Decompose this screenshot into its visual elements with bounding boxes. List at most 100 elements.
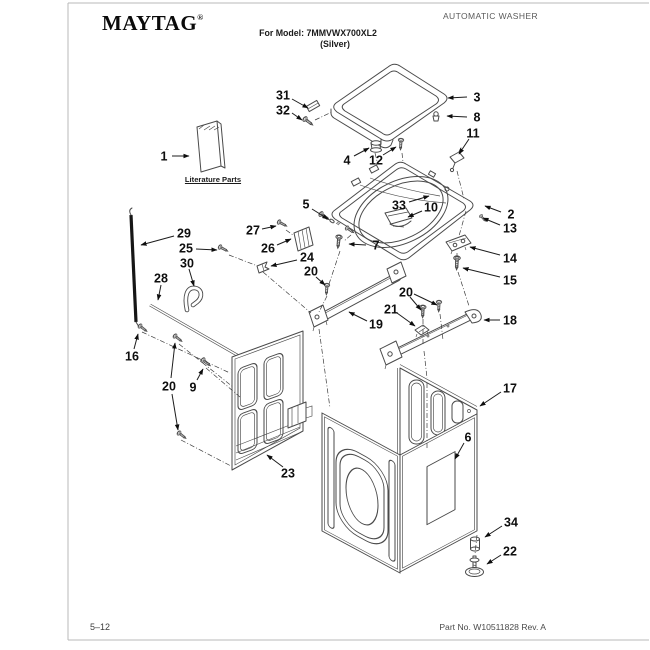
part-top-panel bbox=[331, 161, 474, 261]
callout-20: 20 bbox=[399, 286, 438, 311]
callout-number-28: 28 bbox=[154, 272, 168, 286]
part-corner-trim bbox=[129, 207, 140, 328]
fastener-20c1 bbox=[419, 304, 427, 319]
callout-number-12: 12 bbox=[369, 154, 383, 168]
callout-number-22: 22 bbox=[503, 545, 517, 559]
part-hose-clip bbox=[183, 285, 204, 313]
fastener-20c2 bbox=[435, 299, 443, 313]
part-rail-rear bbox=[379, 309, 482, 370]
callout-number-4: 4 bbox=[344, 154, 351, 168]
part-foot-spacer bbox=[470, 536, 480, 552]
part-hinge-damper bbox=[432, 111, 440, 122]
callout-32: 32 bbox=[276, 104, 303, 121]
assembly-centerlines bbox=[141, 111, 478, 555]
callout-number-11: 11 bbox=[466, 127, 479, 141]
fastener-27 bbox=[276, 218, 289, 229]
callout-number-16: 16 bbox=[125, 350, 139, 364]
callout-29: 29 bbox=[140, 227, 191, 246]
brand-logo: MAYTAG® bbox=[102, 11, 204, 36]
callout-9: 9 bbox=[190, 368, 204, 395]
fastener-20b1 bbox=[171, 332, 184, 344]
fastener-32 bbox=[301, 115, 315, 128]
callout-14: 14 bbox=[469, 246, 517, 266]
callout-number-26: 26 bbox=[261, 242, 275, 256]
callout-31: 31 bbox=[276, 89, 309, 109]
fastener-9 bbox=[199, 356, 213, 369]
callout-number-25: 25 bbox=[179, 242, 193, 256]
callout-13: 13 bbox=[482, 217, 517, 236]
callout-number-24: 24 bbox=[300, 251, 314, 265]
callout-22: 22 bbox=[486, 545, 517, 565]
callout-number-8: 8 bbox=[474, 111, 481, 125]
callout-number-23: 23 bbox=[281, 467, 295, 481]
fastener-16 bbox=[136, 322, 149, 334]
callout-10: 10 bbox=[407, 201, 438, 218]
callout-number-30: 30 bbox=[180, 257, 194, 271]
callout-30: 30 bbox=[180, 257, 195, 287]
callout-3: 3 bbox=[447, 91, 481, 105]
callout-19: 19 bbox=[348, 311, 383, 332]
fastener-20b2 bbox=[175, 429, 188, 441]
callout-number-19: 19 bbox=[369, 318, 383, 332]
page-frame bbox=[67, 2, 649, 641]
callout-18: 18 bbox=[483, 314, 517, 328]
callout-number-9: 9 bbox=[190, 381, 197, 395]
callout-number-17: 17 bbox=[503, 382, 517, 396]
callout-number-34: 34 bbox=[504, 516, 518, 530]
part-hinge-bracket bbox=[445, 234, 472, 255]
callout-7: 7 bbox=[348, 239, 380, 253]
fastener-7 bbox=[334, 234, 343, 249]
callout-2: 2 bbox=[484, 205, 515, 222]
callout-number-14: 14 bbox=[503, 252, 517, 266]
rating-label-area bbox=[426, 451, 456, 526]
callout-8: 8 bbox=[446, 111, 481, 125]
brand-trademark: ® bbox=[197, 13, 204, 22]
callout-number-27: 27 bbox=[246, 224, 260, 238]
callout-number-15: 15 bbox=[503, 274, 517, 288]
callout-5: 5 bbox=[303, 198, 329, 220]
part-clip-24 bbox=[256, 261, 270, 274]
model-header: For Model: 7MMVWX700XL2 (Silver) bbox=[218, 28, 418, 49]
callout-number-1: 1 bbox=[161, 150, 168, 164]
callout-number-20: 20 bbox=[399, 286, 413, 300]
part-cabinet bbox=[321, 364, 478, 574]
callout-23: 23 bbox=[266, 454, 295, 481]
callout-number-20: 20 bbox=[304, 265, 318, 279]
callout-number-21: 21 bbox=[384, 303, 398, 317]
callout-number-13: 13 bbox=[503, 222, 517, 236]
callout-28: 28 bbox=[154, 272, 168, 301]
callout-number-5: 5 bbox=[303, 198, 310, 212]
callout-number-7: 7 bbox=[373, 239, 380, 253]
callout-20: 20 bbox=[162, 342, 180, 431]
callout-21: 21 bbox=[384, 303, 416, 327]
callout-33: 33 bbox=[392, 195, 430, 213]
fastener-25 bbox=[217, 243, 230, 254]
part-literature-book bbox=[196, 120, 226, 173]
part-rail-front bbox=[308, 261, 407, 332]
brand-text: MAYTAG bbox=[102, 11, 198, 35]
model-number: For Model: 7MMVWX700XL2 bbox=[259, 28, 377, 38]
model-color: (Silver) bbox=[320, 38, 350, 49]
page-number: 5–12 bbox=[90, 622, 111, 632]
part-cap bbox=[370, 140, 382, 153]
callout-15: 15 bbox=[462, 267, 517, 288]
callout-number-3: 3 bbox=[474, 91, 481, 105]
callout-1: 1 bbox=[161, 150, 190, 164]
callout-number-2: 2 bbox=[508, 208, 515, 222]
callout-number-20: 20 bbox=[162, 380, 176, 394]
fastener-13 bbox=[478, 213, 488, 223]
callout-number-10: 10 bbox=[424, 201, 438, 215]
part-rear-panel bbox=[231, 330, 313, 471]
part-clip-21 bbox=[414, 324, 430, 338]
callout-number-33: 33 bbox=[392, 199, 406, 213]
callout-24: 24 bbox=[270, 251, 314, 267]
callout-6: 6 bbox=[454, 431, 472, 460]
callout-20: 20 bbox=[304, 265, 326, 286]
callout-number-32: 32 bbox=[276, 104, 290, 118]
callout-17: 17 bbox=[479, 382, 517, 407]
callout-16: 16 bbox=[125, 333, 139, 364]
part-dispenser-fasteners bbox=[317, 210, 356, 235]
callout-12: 12 bbox=[369, 146, 397, 168]
callout-number-31: 31 bbox=[276, 89, 290, 103]
